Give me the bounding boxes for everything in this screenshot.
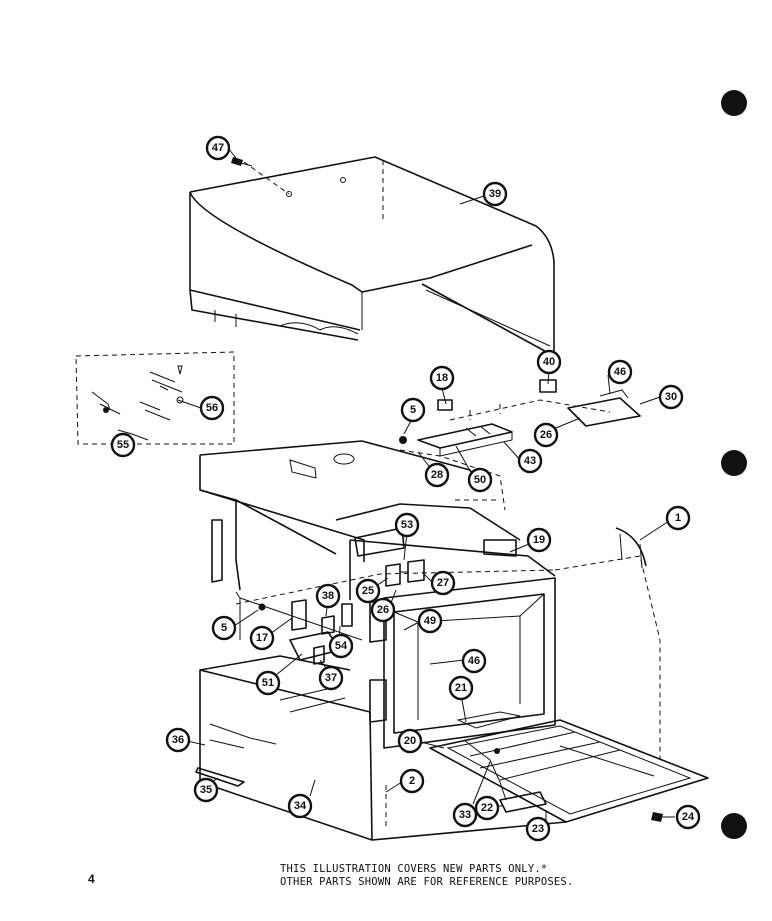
callout-30: 30 xyxy=(658,384,684,410)
illustration-note: THIS ILLUSTRATION COVERS NEW PARTS ONLY.… xyxy=(280,863,573,889)
callout-38: 38 xyxy=(315,583,341,609)
callout-35: 35 xyxy=(193,777,219,803)
svg-text:53: 53 xyxy=(401,519,413,531)
svg-text:51: 51 xyxy=(262,677,274,689)
callout-18: 18 xyxy=(429,365,455,391)
svg-text:5: 5 xyxy=(221,622,227,634)
svg-text:26: 26 xyxy=(377,604,389,616)
callout-51: 51 xyxy=(255,670,281,696)
svg-text:20: 20 xyxy=(404,735,416,747)
svg-text:22: 22 xyxy=(481,802,493,814)
callout-28: 28 xyxy=(424,462,450,488)
svg-text:38: 38 xyxy=(322,590,334,602)
callout-33: 33 xyxy=(452,802,478,828)
svg-text:55: 55 xyxy=(117,439,129,451)
svg-text:21: 21 xyxy=(455,682,467,694)
callout-50: 50 xyxy=(467,467,493,493)
svg-text:2: 2 xyxy=(409,775,415,787)
callout-24: 24 xyxy=(675,804,701,830)
callout-23: 23 xyxy=(525,816,551,842)
svg-text:43: 43 xyxy=(524,455,536,467)
note-line-1: THIS ILLUSTRATION COVERS NEW PARTS ONLY.… xyxy=(280,863,548,875)
callout-36: 36 xyxy=(165,727,191,753)
svg-text:56: 56 xyxy=(206,402,218,414)
callout-5-side: 5 xyxy=(211,615,237,641)
tray-part xyxy=(371,711,709,841)
svg-text:49: 49 xyxy=(424,615,436,627)
svg-text:36: 36 xyxy=(172,734,184,746)
binder-hole-middle xyxy=(721,450,747,476)
svg-text:46: 46 xyxy=(468,655,480,667)
svg-text:26: 26 xyxy=(540,429,552,441)
callout-19: 19 xyxy=(526,527,552,553)
svg-text:35: 35 xyxy=(200,784,212,796)
callout-27: 27 xyxy=(430,570,456,596)
svg-text:50: 50 xyxy=(474,474,486,486)
svg-text:34: 34 xyxy=(294,800,307,812)
callout-20: 20 xyxy=(397,728,423,754)
callout-2: 2 xyxy=(399,768,425,794)
callout-53: 53 xyxy=(394,512,420,538)
callout-5-top: 5 xyxy=(400,397,426,423)
callout-43: 43 xyxy=(517,448,543,474)
svg-text:25: 25 xyxy=(362,585,374,597)
callout-56: 56 xyxy=(199,395,225,421)
outer-cover-part xyxy=(189,156,555,357)
svg-text:37: 37 xyxy=(325,672,337,684)
callout-40: 40 xyxy=(536,349,562,375)
callout-39-cover: 39 xyxy=(482,181,508,207)
binder-hole-bottom xyxy=(721,813,747,839)
svg-text:40: 40 xyxy=(543,356,555,368)
callout-55: 55 xyxy=(110,432,136,458)
callout-17: 17 xyxy=(249,625,275,651)
callout-49: 49 xyxy=(417,608,443,634)
callout-21: 21 xyxy=(448,675,474,701)
svg-text:23: 23 xyxy=(532,823,544,835)
callout-25: 25 xyxy=(355,578,381,604)
bottom-pan-part xyxy=(195,655,373,841)
page-number: 4 xyxy=(88,872,95,886)
callout-22: 22 xyxy=(474,795,500,821)
leader-lines xyxy=(129,147,675,820)
note-line-2: OTHER PARTS SHOWN ARE FOR REFERENCE PURP… xyxy=(280,876,574,888)
callout-46-cavity: 46 xyxy=(461,648,487,674)
svg-text:28: 28 xyxy=(431,469,443,481)
svg-text:18: 18 xyxy=(436,372,448,384)
hardware-kit-box xyxy=(75,351,235,445)
callout-47: 47 xyxy=(205,135,231,161)
svg-text:24: 24 xyxy=(682,811,695,823)
svg-text:39: 39 xyxy=(489,188,501,200)
callout-1: 1 xyxy=(665,505,691,531)
binder-hole-top xyxy=(721,90,747,116)
svg-text:19: 19 xyxy=(533,534,545,546)
callout-34: 34 xyxy=(287,793,313,819)
callout-26-board: 26 xyxy=(533,422,559,448)
svg-text:30: 30 xyxy=(665,391,677,403)
callout-37: 37 xyxy=(318,665,344,691)
svg-text:33: 33 xyxy=(459,809,471,821)
svg-text:47: 47 xyxy=(212,142,224,154)
svg-text:5: 5 xyxy=(410,404,416,416)
svg-text:27: 27 xyxy=(437,577,449,589)
svg-text:54: 54 xyxy=(335,640,348,652)
foot-part xyxy=(651,812,663,822)
door-seal-part xyxy=(615,527,647,567)
oven-chassis-part xyxy=(199,440,661,760)
svg-text:1: 1 xyxy=(675,512,681,524)
svg-text:17: 17 xyxy=(256,632,268,644)
control-board-part xyxy=(399,379,641,511)
callout-46-top: 46 xyxy=(607,359,633,385)
callout-54: 54 xyxy=(328,633,354,659)
svg-text:46: 46 xyxy=(614,366,626,378)
callout-26-switch: 26 xyxy=(370,597,396,623)
screw-part xyxy=(231,157,253,167)
